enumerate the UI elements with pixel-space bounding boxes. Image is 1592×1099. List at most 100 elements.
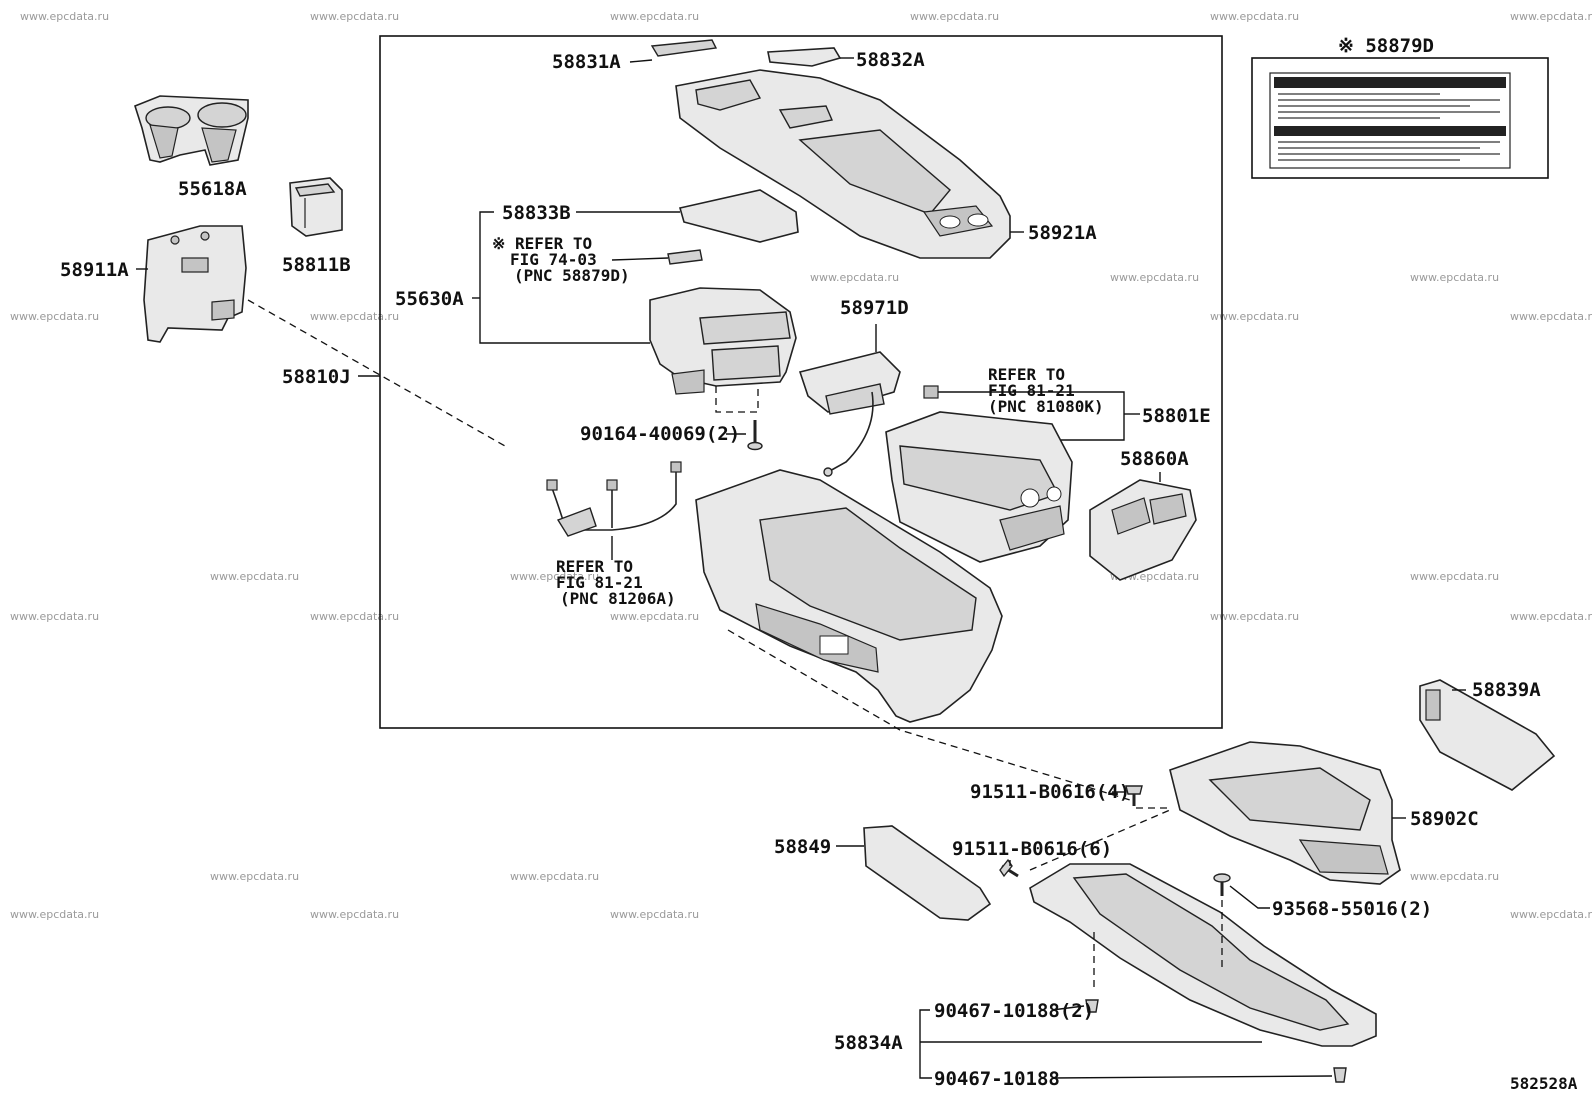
watermark: www.epcdata.ru [10, 908, 99, 921]
wire-harness-part [546, 461, 682, 537]
guide-line [247, 299, 506, 447]
watermark: www.epcdata.ru [510, 570, 599, 583]
bracket-55630A [479, 211, 650, 344]
part-label-58839A: 58839A [1472, 679, 1541, 701]
bracket-part [798, 351, 901, 477]
part-label-58834A: 58834A [834, 1032, 903, 1054]
part-label-58971D: 58971D [840, 297, 909, 319]
part-label-58911A: 58911A [60, 259, 129, 281]
ref3-line3: (PNC 81206A) [560, 589, 676, 608]
watermark: www.epcdata.ru [210, 570, 299, 583]
part-label-58811B: 58811B [282, 254, 351, 276]
lower-tray-part [1029, 863, 1377, 1047]
vent-part [1089, 479, 1197, 581]
plate-part [1419, 679, 1556, 791]
figure-id: 582528A [1510, 1074, 1578, 1093]
guide-line [1029, 809, 1171, 871]
part-label-55618A: 55618A [178, 178, 247, 200]
watermark: www.epcdata.ru [310, 310, 399, 323]
side-panel-part [143, 225, 247, 343]
watermark: www.epcdata.ru [1110, 271, 1199, 284]
console-body-part [695, 469, 1003, 723]
ref3-line1: REFER TO [556, 557, 633, 576]
ref2-line3: (PNC 81080K) [988, 397, 1104, 416]
armrest-box-part [649, 287, 797, 395]
watermark: www.epcdata.ru [1210, 610, 1299, 623]
part-label-58902C: 58902C [1410, 808, 1479, 830]
ref1-line1: ※ REFER TO [492, 234, 592, 253]
caution-label-part [1269, 72, 1511, 169]
ref1-line3: (PNC 58879D) [514, 266, 630, 285]
connector-part [923, 385, 939, 399]
watermark: www.epcdata.ru [1510, 908, 1592, 921]
watermark: www.epcdata.ru [610, 908, 699, 921]
bolt-6-part [999, 858, 1019, 878]
clip-90467-part [1085, 999, 1347, 1083]
bracket-58834A [919, 1009, 932, 1079]
part-label-58921A: 58921A [1028, 222, 1097, 244]
leader-ref1 [611, 257, 669, 261]
watermarks: www.epcdata.ru www.epcdata.ru www.epcdat… [10, 10, 1592, 921]
watermark: www.epcdata.ru [1510, 310, 1592, 323]
part-label-58849: 58849 [774, 836, 831, 858]
small-label-part [667, 249, 703, 265]
part-label-90467-10188-2: 90467-10188(2) [934, 1000, 1094, 1022]
watermark: www.epcdata.ru [810, 271, 899, 284]
leader-90467-10188-2 [1051, 1005, 1085, 1011]
watermark: www.epcdata.ru [310, 10, 399, 23]
watermark: www.epcdata.ru [1510, 610, 1592, 623]
lid-part [678, 189, 799, 243]
leader-93568-55016 [1229, 885, 1270, 909]
part-label-58833B: 58833B [502, 202, 571, 224]
bolt-4-part [1125, 785, 1143, 806]
leader-58831A [629, 59, 653, 63]
part-label-55630A: 55630A [395, 288, 464, 310]
watermark: www.epcdata.ru [1410, 870, 1499, 883]
part-label-91511-B0616-6: 91511-B0616(6) [952, 838, 1112, 860]
assembly-frame [379, 35, 1223, 729]
ref2-line2: FIG 81-21 [988, 381, 1075, 400]
part-label-58860A: 58860A [1120, 448, 1189, 470]
part-label-91511-B0616-4: 91511-B0616(4) [970, 781, 1130, 803]
part-label-90164-40069: 90164-40069(2) [580, 423, 740, 445]
upper-panel-part [675, 69, 1011, 259]
watermark: www.epcdata.ru [1210, 310, 1299, 323]
watermark: www.epcdata.ru [310, 610, 399, 623]
part-label-58832A: 58832A [856, 49, 925, 71]
part-label-58831A: 58831A [552, 51, 621, 73]
screw-part [747, 420, 763, 451]
part-label-58879D: ※ 58879D [1338, 35, 1434, 57]
watermark: www.epcdata.ru [910, 10, 999, 23]
watermark: www.epcdata.ru [510, 870, 599, 883]
ref1-line2: FIG 74-03 [510, 250, 597, 269]
watermark: www.epcdata.ru [310, 908, 399, 921]
caution-label-box [1251, 57, 1549, 179]
guide-line [715, 386, 759, 413]
part-label-58801E: 58801E [1142, 405, 1211, 427]
watermark: www.epcdata.ru [1410, 570, 1499, 583]
part-label-90467-10188: 90467-10188 [934, 1068, 1060, 1090]
watermark: www.epcdata.ru [610, 10, 699, 23]
trim-58832A-part [767, 47, 842, 67]
audio-module-part [885, 411, 1073, 563]
trim-58831A-part [650, 39, 718, 57]
leader-90467-10188 [1051, 1075, 1333, 1079]
part-label-93568-55016: 93568-55016(2) [1272, 898, 1432, 920]
watermark: www.epcdata.ru [210, 870, 299, 883]
watermark: www.epcdata.ru [1210, 10, 1299, 23]
clip-part [1213, 873, 1231, 896]
console-frame-part [1169, 741, 1401, 885]
ref2-line1: REFER TO [988, 365, 1065, 384]
bracket-ref2 [938, 391, 1125, 441]
cup-holder-part [134, 95, 249, 166]
watermark: www.epcdata.ru [10, 610, 99, 623]
watermark: www.epcdata.ru [610, 610, 699, 623]
watermark: www.epcdata.ru [1510, 10, 1592, 23]
small-box-part [289, 177, 343, 237]
watermark: www.epcdata.ru [1410, 271, 1499, 284]
side-trim-part [863, 825, 992, 921]
watermark: www.epcdata.ru [20, 10, 109, 23]
guide-line [727, 629, 1131, 801]
part-label-58810J: 58810J [282, 366, 351, 388]
